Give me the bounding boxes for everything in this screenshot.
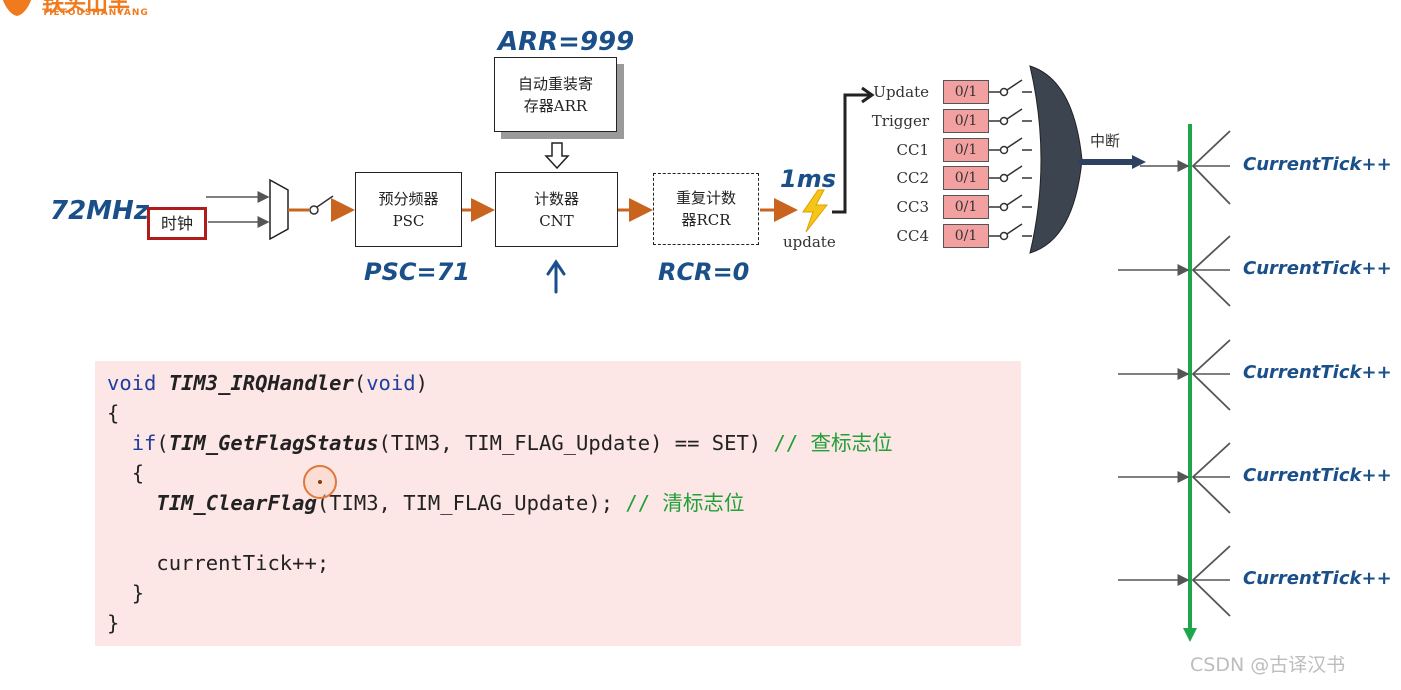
code-function-name: TIM3_IRQHandler (168, 371, 354, 395)
code-line-5: TIM_ClearFlag(TIM3, TIM_FLAG_Update); //… (156, 491, 745, 515)
code-line-8: } (107, 611, 120, 635)
goat-logo-icon (2, 0, 32, 16)
code-line-6: currentTick++; (156, 551, 330, 575)
code-keyword: void (366, 371, 416, 395)
tick-label-1: CurrentTick++ (1243, 154, 1392, 175)
rcr-box: 重复计数 器RCR (653, 173, 759, 245)
update-route-line (832, 93, 870, 214)
code-keyword: void (107, 371, 157, 395)
period-note: 1ms (780, 165, 836, 193)
code-keyword: if (131, 431, 157, 455)
update-route-arrowhead (861, 86, 875, 104)
flag-cc2-label: CC2 (896, 169, 930, 187)
code-function-name: TIM_GetFlagStatus (168, 431, 379, 455)
code-line-4: { (131, 461, 145, 485)
tick-label-3: CurrentTick++ (1243, 362, 1392, 383)
flag-cc2-value: 0/1 (943, 166, 989, 190)
flag-cc1-value: 0/1 (943, 138, 989, 162)
code-comment: // 查标志位 (773, 431, 893, 455)
cursor-highlight-icon (303, 465, 337, 499)
tick-label-4: CurrentTick++ (1243, 465, 1392, 486)
logo: 铁头山羊 TIETOUSHANYANG (0, 0, 180, 24)
code-function-name: TIM_ClearFlag (156, 491, 317, 515)
code-block: void TIM3_IRQHandler(void) { if(TIM_GetF… (95, 361, 1021, 646)
code-line-3: if(TIM_GetFlagStatus(TIM3, TIM_FLAG_Upda… (131, 431, 893, 455)
code-line-1: void TIM3_IRQHandler(void) (107, 371, 428, 395)
flag-trigger-label: Trigger (871, 112, 929, 130)
tick-label-2: CurrentTick++ (1243, 258, 1392, 279)
cnt-up-arrow (546, 259, 566, 294)
psc-box: 预分频器 PSC (355, 172, 462, 247)
flag-switches (989, 79, 1032, 241)
flag-cc4-value: 0/1 (943, 224, 989, 248)
switch-pivot (309, 205, 319, 215)
interrupt-label: 中断 (1090, 132, 1121, 150)
tick-label-5: CurrentTick++ (1243, 568, 1392, 589)
cnt-box: 计数器 CNT (495, 172, 618, 247)
code-comment: // 清标志位 (625, 491, 745, 515)
logo-latin: TIETOUSHANYANG (42, 8, 149, 18)
timeline-arrowhead (1183, 628, 1197, 642)
code-line-7: } (131, 581, 145, 605)
arr-to-cnt-arrow (544, 142, 570, 170)
flag-trigger-value: 0/1 (943, 109, 989, 133)
flag-cc3-value: 0/1 (943, 195, 989, 219)
flag-cc1-label: CC1 (896, 141, 930, 159)
arr-value-note: ARR=999 (498, 27, 635, 57)
logo-text: 铁头山羊 (42, 0, 131, 17)
clock-frequency-note: 72MHz (50, 196, 149, 226)
psc-value-note: PSC=71 (364, 258, 470, 286)
flag-cc4-label: CC4 (896, 227, 930, 245)
flag-cc3-label: CC3 (896, 198, 930, 216)
timeline-events (1118, 130, 1231, 617)
interrupt-arrowhead (1132, 155, 1146, 169)
arr-box: 自动重装寄 存器ARR (494, 57, 617, 132)
flag-update-label: Update (873, 83, 929, 101)
or-gate (1029, 65, 1083, 254)
switch-blade (316, 195, 334, 208)
flag-update-value: 0/1 (943, 80, 989, 104)
lightning-icon (802, 189, 829, 233)
rcr-value-note: RCR=0 (658, 258, 750, 286)
watermark: CSDN @古译汉书 (1190, 654, 1346, 676)
clock-mux (269, 178, 289, 241)
clock-box: 时钟 (147, 207, 207, 240)
update-event-label: update (783, 233, 836, 251)
code-line-2: { (107, 401, 120, 425)
